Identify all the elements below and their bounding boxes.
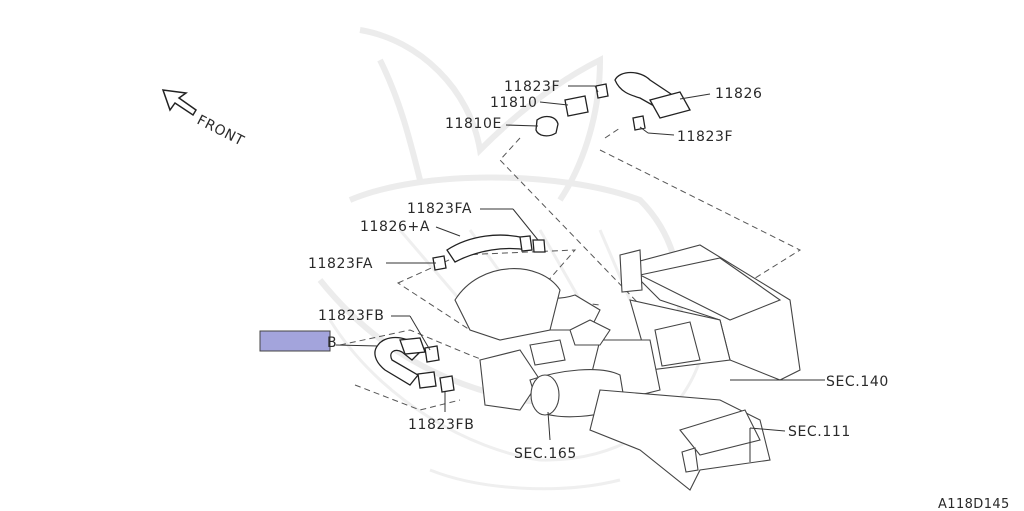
label-11823f-top: 11823F	[504, 79, 560, 95]
highlight-box[interactable]	[259, 330, 331, 352]
label-11823fa-top: 11823FA	[407, 201, 472, 217]
front-label: FRONT	[194, 112, 247, 149]
label-hidden-suffix: B	[327, 335, 337, 351]
image-code: A118D145	[938, 497, 1010, 511]
label-11823fb-top: 11823FB	[318, 308, 384, 324]
top-parts	[535, 71, 691, 137]
label-sec111: SEC.111	[788, 424, 851, 440]
label-11810e: 11810E	[445, 116, 502, 132]
label-sec165: SEC.165	[514, 446, 577, 462]
middle-hose	[432, 234, 546, 271]
label-sec140: SEC.140	[826, 374, 889, 390]
label-11826: 11826	[715, 86, 763, 102]
label-11823f-right: 11823F	[677, 129, 733, 145]
leader-lines	[335, 85, 825, 462]
label-11826a: 11826+A	[360, 219, 430, 235]
left-hose	[374, 336, 455, 393]
label-11823fa-left: 11823FA	[308, 256, 373, 272]
label-11810: 11810	[490, 95, 538, 111]
label-11823fb-bottom: 11823FB	[408, 417, 474, 433]
front-arrow	[161, 89, 198, 117]
